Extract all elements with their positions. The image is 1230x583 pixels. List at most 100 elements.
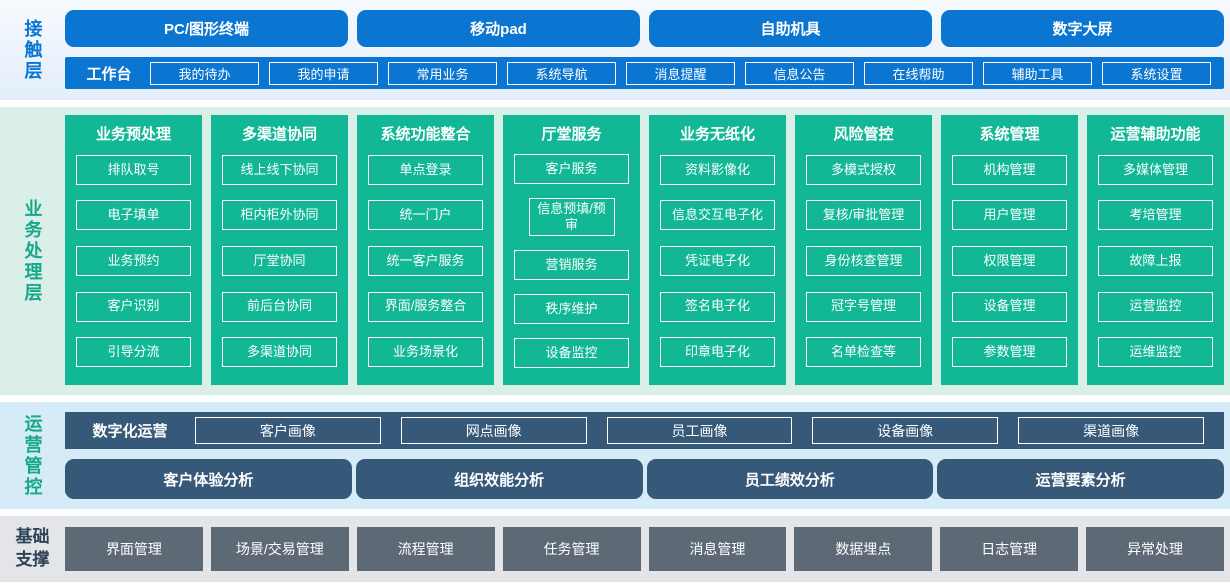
column-items: 机构管理 用户管理 权限管理 设备管理 参数管理 <box>952 147 1067 375</box>
customer-experience-analysis-button[interactable]: 客户体验分析 <box>65 459 352 499</box>
module-parameter-management[interactable]: 参数管理 <box>952 337 1067 368</box>
contact-layer-label: 接触层 <box>22 18 43 82</box>
module-info-prefill-review[interactable]: 信息预填/预审 <box>528 197 615 237</box>
module-appointment[interactable]: 业务预约 <box>76 245 191 276</box>
module-multimedia-management[interactable]: 多媒体管理 <box>1098 154 1213 185</box>
business-columns: 业务预处理 排队取号 电子填单 业务预约 客户识别 引导分流 多渠道协同 线上线… <box>65 115 1224 385</box>
module-front-back-collab[interactable]: 前后台协同 <box>222 291 337 322</box>
workbench-system-settings-button[interactable]: 系统设置 <box>1102 61 1211 85</box>
module-document-imaging[interactable]: 资料影像化 <box>660 154 775 185</box>
terminal-digital-screen-button[interactable]: 数字大屏 <box>941 10 1224 47</box>
module-org-management[interactable]: 机构管理 <box>952 154 1067 185</box>
column-hall-service: 厅堂服务 客户服务 信息预填/预审 营销服务 秩序维护 设备监控 <box>503 115 640 385</box>
module-customer-service[interactable]: 客户服务 <box>514 153 629 184</box>
module-business-scenario[interactable]: 业务场景化 <box>368 337 483 368</box>
module-unified-portal[interactable]: 统一门户 <box>368 200 483 231</box>
module-online-offline-collab[interactable]: 线上线下协同 <box>222 154 337 185</box>
message-management-button[interactable]: 消息管理 <box>648 527 787 571</box>
terminal-self-service-button[interactable]: 自助机具 <box>649 10 932 47</box>
log-management-button[interactable]: 日志管理 <box>940 527 1079 571</box>
module-electronic-signature[interactable]: 签名电子化 <box>660 291 775 322</box>
column-items: 单点登录 统一门户 统一客户服务 界面/服务整合 业务场景化 <box>368 147 483 375</box>
column-title: 业务预处理 <box>95 126 171 143</box>
digital-operation-bar: 数字化运营 客户画像 网点画像 员工画像 设备画像 渠道画像 <box>65 412 1224 449</box>
column-ops-auxiliary: 运营辅助功能 多媒体管理 考培管理 故障上报 运营监控 运维监控 <box>1087 115 1224 385</box>
module-hall-collab[interactable]: 厅堂协同 <box>222 245 337 276</box>
module-multichannel-collab[interactable]: 多渠道协同 <box>222 337 337 368</box>
channel-portrait-button[interactable]: 渠道画像 <box>1018 417 1204 444</box>
ui-management-button[interactable]: 界面管理 <box>65 527 203 571</box>
workbench-my-todo-button[interactable]: 我的待办 <box>150 61 259 85</box>
module-device-monitor[interactable]: 设备监控 <box>514 338 629 368</box>
scene-transaction-management-button[interactable]: 场景/交易管理 <box>210 527 349 571</box>
column-system-integration: 系统功能整合 单点登录 统一门户 统一客户服务 界面/服务整合 业务场景化 <box>357 115 494 385</box>
column-items: 多媒体管理 考培管理 故障上报 运营监控 运维监控 <box>1098 147 1213 375</box>
customer-portrait-button[interactable]: 客户画像 <box>195 417 381 444</box>
exception-handling-button[interactable]: 异常处理 <box>1086 527 1224 571</box>
module-customer-identify[interactable]: 客户识别 <box>76 291 191 322</box>
process-management-button[interactable]: 流程管理 <box>356 527 495 571</box>
module-single-sign-on[interactable]: 单点登录 <box>368 154 483 185</box>
base-row: 界面管理 场景/交易管理 流程管理 任务管理 消息管理 数据埋点 日志管理 异常… <box>65 527 1224 571</box>
module-e-form[interactable]: 电子填单 <box>76 200 191 231</box>
module-ui-service-integration[interactable]: 界面/服务整合 <box>368 291 483 322</box>
column-business-preprocess: 业务预处理 排队取号 电子填单 业务预约 客户识别 引导分流 <box>65 115 202 385</box>
module-list-check[interactable]: 名单检查等 <box>806 337 921 368</box>
module-training-management[interactable]: 考培管理 <box>1098 200 1213 231</box>
module-maintenance-monitor[interactable]: 运维监控 <box>1098 337 1213 368</box>
module-queue-ticket[interactable]: 排队取号 <box>76 154 191 185</box>
business-processing-layer: 业务处理层 业务预处理 排队取号 电子填单 业务预约 客户识别 引导分流 多渠道… <box>0 107 1230 395</box>
module-electronic-interaction[interactable]: 信息交互电子化 <box>660 200 775 231</box>
business-layer-label-col: 业务处理层 <box>0 107 65 395</box>
column-title: 业务无纸化 <box>679 126 755 143</box>
module-multimode-authorization[interactable]: 多模式授权 <box>806 154 921 185</box>
module-user-management[interactable]: 用户管理 <box>952 200 1067 231</box>
workbench-aux-tools-button[interactable]: 辅助工具 <box>983 61 1092 85</box>
terminal-mobile-pad-button[interactable]: 移动pad <box>357 10 640 47</box>
module-device-management[interactable]: 设备管理 <box>952 291 1067 322</box>
ops-layer-content: 数字化运营 客户画像 网点画像 员工画像 设备画像 渠道画像 客户体验分析 组织… <box>65 402 1230 509</box>
module-identity-verification[interactable]: 身份核查管理 <box>806 245 921 276</box>
workbench-online-help-button[interactable]: 在线帮助 <box>864 61 973 85</box>
contact-layer-content: PC/图形终端 移动pad 自助机具 数字大屏 工作台 我的待办 我的申请 常用… <box>65 0 1230 100</box>
terminal-row: PC/图形终端 移动pad 自助机具 数字大屏 <box>65 10 1224 47</box>
employee-performance-analysis-button[interactable]: 员工绩效分析 <box>646 459 934 499</box>
business-layer-content: 业务预处理 排队取号 电子填单 业务预约 客户识别 引导分流 多渠道协同 线上线… <box>65 107 1230 395</box>
employee-portrait-button[interactable]: 员工画像 <box>606 417 793 444</box>
task-management-button[interactable]: 任务管理 <box>502 527 641 571</box>
workbench-label: 工作台 <box>86 65 132 83</box>
operation-factor-analysis-button[interactable]: 运营要素分析 <box>937 459 1224 499</box>
base-layer-label-col: 基础支撑 <box>0 516 65 582</box>
module-fault-report[interactable]: 故障上报 <box>1098 245 1213 276</box>
branch-portrait-button[interactable]: 网点画像 <box>400 417 587 444</box>
workbench-info-bulletin-button[interactable]: 信息公告 <box>745 61 854 85</box>
terminal-pc-button[interactable]: PC/图形终端 <box>65 10 348 47</box>
device-portrait-button[interactable]: 设备画像 <box>812 417 999 444</box>
workbench-message-alerts-button[interactable]: 消息提醒 <box>626 61 735 85</box>
column-items: 线上线下协同 柜内柜外协同 厅堂协同 前后台协同 多渠道协同 <box>222 147 337 375</box>
data-tracking-button[interactable]: 数据埋点 <box>794 527 933 571</box>
module-counter-collab[interactable]: 柜内柜外协同 <box>222 200 337 231</box>
analysis-row: 客户体验分析 组织效能分析 员工绩效分析 运营要素分析 <box>65 459 1224 499</box>
module-review-approval[interactable]: 复核/审批管理 <box>806 200 921 231</box>
module-guide-divert[interactable]: 引导分流 <box>76 337 191 368</box>
module-marketing-service[interactable]: 营销服务 <box>514 250 629 281</box>
org-efficiency-analysis-button[interactable]: 组织效能分析 <box>355 459 643 499</box>
module-unified-customer-service[interactable]: 统一客户服务 <box>368 245 483 276</box>
column-multichannel-collab: 多渠道协同 线上线下协同 柜内柜外协同 厅堂协同 前后台协同 多渠道协同 <box>211 115 348 385</box>
ops-layer-label: 运营管控 <box>22 413 43 498</box>
digital-operation-label: 数字化运营 <box>92 423 168 440</box>
workbench-common-business-button[interactable]: 常用业务 <box>388 61 497 85</box>
module-operation-monitor[interactable]: 运营监控 <box>1098 291 1213 322</box>
module-permission-management[interactable]: 权限管理 <box>952 245 1067 276</box>
base-layer-label: 基础支撑 <box>15 527 50 569</box>
workbench-system-nav-button[interactable]: 系统导航 <box>507 61 616 85</box>
module-order-maintenance[interactable]: 秩序维护 <box>514 294 629 325</box>
module-banknote-serial[interactable]: 冠字号管理 <box>806 291 921 322</box>
module-electronic-voucher[interactable]: 凭证电子化 <box>660 245 775 276</box>
workbench-my-applications-button[interactable]: 我的申请 <box>269 61 378 85</box>
column-items: 资料影像化 信息交互电子化 凭证电子化 签名电子化 印章电子化 <box>660 147 775 375</box>
ops-layer-label-col: 运营管控 <box>0 402 65 509</box>
workbench-bar: 工作台 我的待办 我的申请 常用业务 系统导航 消息提醒 信息公告 在线帮助 辅… <box>65 57 1224 89</box>
module-electronic-seal[interactable]: 印章电子化 <box>660 337 775 368</box>
